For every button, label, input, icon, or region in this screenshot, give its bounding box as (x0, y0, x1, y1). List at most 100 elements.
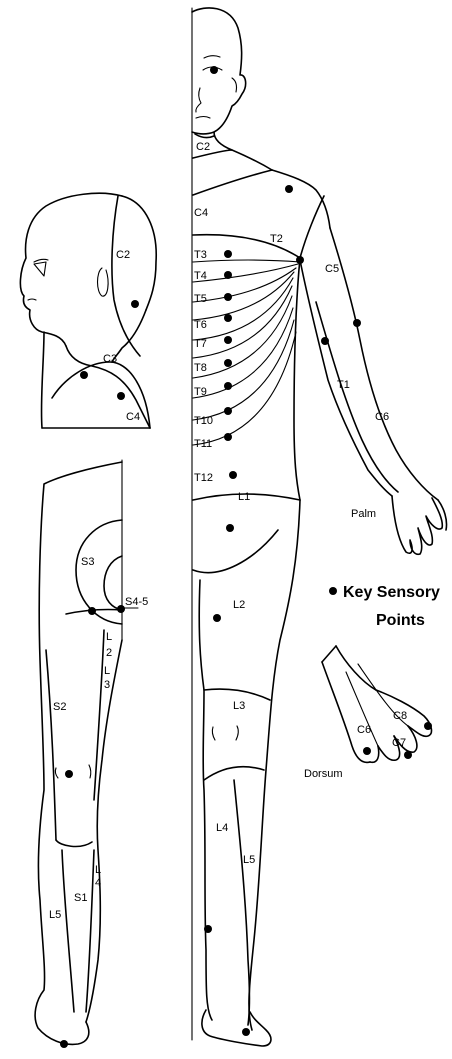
rib-t9 (193, 296, 292, 378)
side-head-outline (20, 193, 122, 346)
front-c3-c4-border (193, 150, 272, 170)
key-point-side-c3 (80, 371, 88, 379)
key-point-s3 (88, 607, 96, 615)
label-t12: T12 (194, 472, 213, 484)
key-point-c5 (353, 319, 361, 327)
label-back-s1: S1 (74, 892, 87, 904)
front-knee-mark-right (236, 726, 238, 740)
side-nostril (28, 299, 36, 300)
label-back-l4-number: 4 (95, 877, 101, 889)
front-mouth (196, 117, 210, 119)
key-point-hand-c6 (363, 747, 371, 755)
label-c2-face: C2 (196, 141, 210, 153)
key-point-t11 (224, 433, 232, 441)
back-s2-border (46, 650, 56, 840)
label-back-s3: S3 (81, 556, 94, 568)
legend-title-line2: Points (376, 612, 425, 629)
label-head-c3: C3 (103, 353, 117, 365)
label-t7: T7 (194, 338, 207, 350)
side-ear (98, 268, 109, 296)
front-flank (294, 258, 300, 500)
side-neck-back (112, 310, 146, 362)
label-l3: L3 (233, 700, 245, 712)
legend: Key Sensory Points (329, 584, 440, 629)
label-l1: L1 (238, 491, 250, 503)
label-hand-c8: C8 (393, 710, 407, 722)
front-knee-mark-left (212, 727, 215, 740)
label-back-l3-letter: L (104, 665, 110, 677)
key-point-l4 (204, 925, 212, 933)
back-leg (35, 460, 138, 1044)
rib-t3 (193, 260, 300, 262)
front-l1-lower (193, 530, 278, 573)
label-t5: T5 (194, 293, 207, 305)
rib-t8 (193, 286, 292, 358)
label-back-l5: L5 (49, 909, 61, 921)
back-l-strip-border (94, 630, 104, 800)
side-eye (34, 262, 46, 276)
key-point-s2 (65, 770, 73, 778)
front-c4-upper (193, 170, 272, 195)
label-head-c4: C4 (126, 411, 140, 423)
key-point-t9 (224, 382, 232, 390)
key-point-l2 (213, 614, 221, 622)
front-labels: C2 C4 T2 C5 T3 T4 T5 T6 T7 T8 T9 T10 T11… (194, 141, 389, 866)
rib-t12 (193, 332, 296, 445)
front-c5-c6-border (316, 302, 398, 492)
legend-title-line1: Key Sensory (343, 584, 440, 601)
key-point-hand-c8 (424, 722, 432, 730)
back-leg-inner (86, 640, 122, 1022)
dorsum-hand (322, 646, 431, 762)
label-l4: L4 (216, 822, 228, 834)
label-t3: T3 (194, 249, 207, 261)
label-t4: T4 (194, 270, 207, 282)
label-t1: T1 (337, 379, 350, 391)
back-knee-mark-right (89, 765, 91, 778)
key-point-l1 (226, 524, 234, 532)
key-point-l5 (242, 1028, 250, 1036)
label-hand-c7: C7 (392, 737, 406, 749)
front-nose (196, 88, 201, 112)
front-neck-line (214, 132, 232, 150)
side-head-key-points (80, 300, 139, 400)
label-t2: T2 (270, 233, 283, 245)
dorsum-hand-upper (336, 646, 376, 690)
label-c6: C6 (375, 411, 389, 423)
front-ear (232, 78, 237, 92)
key-point-t7 (224, 336, 232, 344)
palm-hand-fingers (392, 496, 442, 554)
back-knee-mark-left (55, 768, 58, 778)
label-back-l2-letter: L (106, 631, 112, 643)
legend-bullet-icon (329, 587, 337, 595)
label-t11: T11 (194, 438, 212, 450)
front-leg-inner (199, 580, 212, 1020)
front-foot (202, 1010, 271, 1046)
front-key-points (204, 185, 361, 1036)
key-point-t3 (224, 250, 232, 258)
label-l2: L2 (233, 599, 245, 611)
label-c5: C5 (325, 263, 339, 275)
front-l3-l4-border (204, 767, 264, 780)
front-eye (210, 66, 218, 74)
dorsum-labels: C6 C7 C8 Dorsum (304, 710, 407, 780)
dorsum-finger-4 (370, 746, 379, 762)
front-brow (204, 56, 220, 58)
label-back-l4-letter: L (95, 864, 101, 876)
key-point-hand-c7 (404, 751, 412, 759)
front-arm-outer (330, 228, 438, 500)
front-l4-l5-border (234, 780, 250, 1025)
key-point-t12 (229, 471, 237, 479)
key-point-t6 (224, 314, 232, 322)
label-hand-c6: C6 (357, 724, 371, 736)
key-point-t2 (296, 256, 304, 264)
key-point-t10 (224, 407, 232, 415)
front-arm-inner (300, 260, 392, 496)
back-s1-border (62, 850, 74, 1012)
back-leg-outer (35, 462, 122, 1044)
label-back-l3-number: 3 (104, 679, 110, 691)
front-t2-arm-border (300, 196, 324, 258)
back-s3-ring (76, 520, 122, 624)
front-c4-lower (193, 235, 300, 258)
